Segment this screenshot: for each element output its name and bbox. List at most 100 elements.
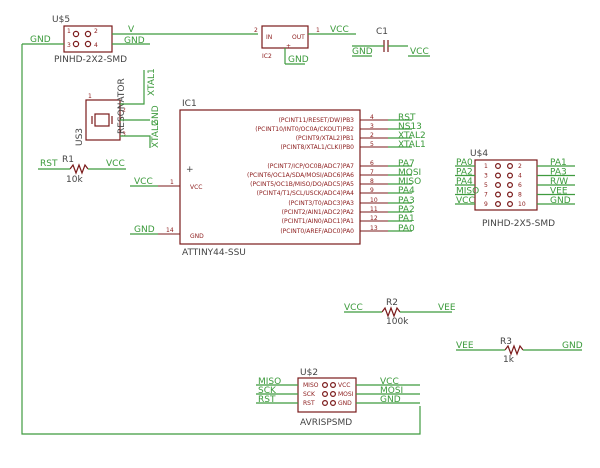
ic2-regulator[interactable]: IN OUT 2 1 IC2 + [254, 25, 320, 60]
u5-pin-circle [72, 40, 80, 48]
c1-net-vcc: VCC [410, 47, 429, 57]
r1-resistor[interactable]: R1 10k [62, 155, 89, 185]
ic1-net-label: MOSI [398, 168, 421, 178]
c1-capacitor[interactable]: C1 [376, 27, 389, 52]
r1-net-vcc: VCC [106, 159, 125, 169]
r2-resistor[interactable]: R2 100k [381, 298, 409, 327]
ic2-net-gnd: GND [288, 55, 309, 65]
ic1-net-label: PA4 [398, 186, 415, 196]
u2-left-pin: MISO [303, 382, 319, 389]
u5-header[interactable]: U$5 1 2 3 4 PINHD-2X2-SMD [52, 15, 127, 65]
ic2-out-label: OUT [292, 34, 305, 41]
u4-name: U$4 [470, 149, 488, 159]
ic1-net-gnd: GND [134, 225, 155, 235]
ic2-gnd-marker: + [286, 43, 291, 50]
ic1-pin-number: 3 [370, 123, 374, 130]
u2-pin-circle [322, 400, 329, 407]
ic1-pin-label: (PCINT10/INT0/OC0A/CKOUT)PB2 [255, 126, 354, 133]
r2-net-vee: VEE [438, 303, 456, 313]
u2-pin-circle [330, 391, 337, 398]
ic1-name: IC1 [182, 99, 197, 109]
u4-right-net: GND [550, 196, 571, 206]
u4-left-pin: 9 [484, 201, 488, 208]
ic1-net-label: XTAL1 [398, 140, 426, 150]
r3-net-gnd: GND [562, 341, 583, 351]
ic1-pin-number: 13 [370, 225, 378, 232]
u4-right-pin: 2 [518, 163, 522, 170]
u4-pin-circle [495, 191, 502, 198]
u5-pin-1: 1 [67, 28, 71, 35]
ic1-gnd-pin-num: 14 [166, 227, 174, 234]
u2-right-net: GND [380, 395, 401, 405]
r1-value: 10k [66, 175, 83, 185]
u4-value: PINHD-2X5-SMD [482, 219, 555, 229]
ic1-value: ATTINY44-SSU [182, 248, 246, 258]
u4-pin-circle [507, 163, 514, 170]
u5-net-gnd-right: GND [124, 36, 145, 46]
u2-name: U$2 [300, 368, 318, 378]
ic1-vcc-label: VCC [190, 184, 202, 191]
ic1-net-label: XTAL2 [398, 131, 426, 141]
u2-right-pin: GND [338, 400, 352, 407]
u4-right-pin: 6 [518, 182, 522, 189]
r3-name: R3 [500, 337, 512, 347]
u5-net-gnd-left: GND [30, 35, 51, 45]
u4-right-net: VEE [550, 187, 568, 197]
ic1-gnd-label: GND [190, 233, 204, 240]
c1-net-gnd: GND [352, 47, 373, 57]
u5-pin-circle [84, 30, 92, 38]
ic1-net-label: PA0 [398, 224, 415, 234]
r3-resistor[interactable]: R3 1k [500, 337, 524, 365]
us3-body [85, 99, 121, 141]
ic1-pin-label: (PCINT5/OC1B/MISO/DO/ADC5)PA5 [250, 181, 354, 188]
ic1-pin-number: 9 [370, 187, 374, 194]
u2-left-net: SCK [258, 386, 277, 396]
u5-pin-circle [84, 40, 92, 48]
u2-left-net: RST [258, 395, 276, 405]
ic1-pin-label: (PCINT8/XTAL1/CLKI)PB0 [280, 144, 354, 151]
u4-pin-circle [507, 182, 514, 189]
u2-left-net: MISO [258, 377, 281, 387]
u4-left-net: MISO [456, 187, 479, 197]
u2-left-pin: SCK [303, 391, 316, 398]
us3-net-xtal2: XTAL2 [151, 120, 161, 148]
ic1-pin-label: (PCINT11/RESET/DW)PB3 [279, 117, 355, 124]
ic2-net-vcc: VCC [330, 25, 349, 35]
ic1-body [179, 109, 361, 245]
us3-pin-1: 1 [88, 93, 92, 100]
ic2-in-label: IN [266, 34, 272, 41]
ic1-attiny44[interactable]: IC1 + VCC GND ATTINY44-SSU (PCINT11/RESE… [179, 99, 426, 258]
u2-right-net: MOSI [380, 386, 403, 396]
ic2-pin-in: 2 [254, 27, 258, 34]
ic1-net-label: NS13 [398, 122, 422, 132]
us3-pin-3: 3 [122, 131, 126, 138]
u5-value: PINHD-2X2-SMD [54, 55, 127, 65]
ic1-pin-label: (PCINT2/AIN1/ADC2)PA2 [282, 209, 355, 216]
u4-left-net: PA0 [456, 158, 473, 168]
us3-resonator[interactable]: 1 2 3 US3 RESONATOR [75, 78, 127, 146]
r1-name: R1 [62, 155, 74, 165]
us3-value: RESONATOR [117, 78, 127, 134]
u4-left-net: PA4 [456, 177, 473, 187]
u5-pin-circle [72, 30, 80, 38]
u5-pin-3: 3 [67, 42, 71, 49]
ic1-net-label: PA3 [398, 196, 415, 206]
ic1-vcc-pin-num: 1 [170, 179, 174, 186]
u4-right-pin: 8 [518, 192, 522, 199]
us3-net-gnd: GND [151, 105, 161, 126]
u4-pin-circle [495, 163, 502, 170]
u2-left-pin: RST [303, 400, 315, 407]
u5-body [63, 25, 113, 53]
u2-right-pin: MOSI [338, 391, 354, 398]
ic1-pin-number: 10 [370, 197, 378, 204]
u2-right-pin: VCC [338, 382, 350, 389]
ic1-pin-label: (PCINT6/OC1A/SDA/MOSI/ADC6)PA6 [247, 172, 354, 179]
ic1-pin-number: 5 [370, 141, 374, 148]
ic1-pin-number: 12 [370, 215, 378, 222]
